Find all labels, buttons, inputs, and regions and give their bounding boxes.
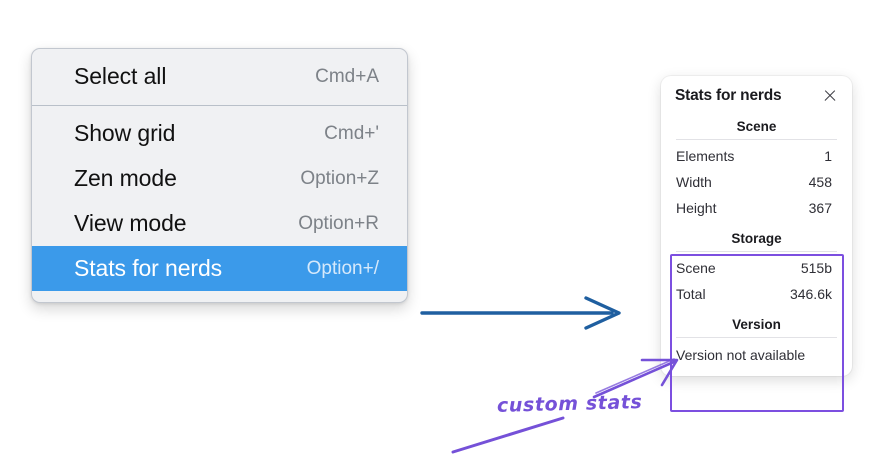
- menu-item-stats-for-nerds[interactable]: Stats for nerds Option+/: [32, 246, 407, 291]
- panel-title: Stats for nerds: [675, 87, 782, 104]
- panel-header: Stats for nerds: [661, 87, 852, 105]
- stat-row-storage-scene: Scene 515b: [661, 255, 852, 281]
- callout-arrow-lower: [451, 416, 565, 454]
- version-text: Version not available: [676, 347, 806, 363]
- section-heading-storage: Storage: [731, 231, 782, 246]
- menu-group-1: Select all Cmd+A: [32, 54, 407, 99]
- menu-group-2: Show grid Cmd+' Zen mode Option+Z View m…: [32, 111, 407, 291]
- stat-row-width: Width 458: [661, 169, 852, 195]
- stat-row-elements: Elements 1: [661, 143, 852, 169]
- stat-value: 1: [824, 148, 832, 164]
- stat-label: Elements: [676, 148, 735, 164]
- section-rule: [676, 251, 837, 252]
- menu-item-shortcut: Option+Z: [300, 167, 379, 189]
- menu-item-show-grid[interactable]: Show grid Cmd+': [32, 111, 407, 156]
- flow-arrow: [420, 296, 621, 330]
- menu-item-label: Stats for nerds: [74, 255, 223, 281]
- section-rule: [676, 139, 837, 140]
- menu-item-label: View mode: [74, 210, 187, 236]
- menu-item-shortcut: Option+R: [298, 212, 379, 234]
- menu-item-zen-mode[interactable]: Zen mode Option+Z: [32, 156, 407, 201]
- callout-arrow-upper: [592, 358, 679, 399]
- stat-value: 346.6k: [789, 286, 832, 302]
- stat-value: 367: [808, 200, 832, 216]
- menu-divider: [32, 105, 407, 106]
- stat-value: 515b: [800, 260, 832, 276]
- stat-label: Height: [676, 200, 717, 216]
- stat-label: Width: [676, 174, 712, 190]
- stat-label: Total: [676, 286, 706, 302]
- menu-item-label: Select all: [74, 63, 167, 89]
- close-icon[interactable]: [822, 88, 838, 104]
- stat-label: Scene: [676, 260, 716, 276]
- menu-item-shortcut: Cmd+A: [315, 65, 379, 87]
- stat-value: 458: [808, 174, 832, 190]
- menu-item-view-mode[interactable]: View mode Option+R: [32, 201, 407, 246]
- section-spacer: [661, 221, 852, 230]
- context-menu[interactable]: Select all Cmd+A Show grid Cmd+' Zen mod…: [31, 48, 408, 303]
- section-rule: [676, 337, 837, 338]
- stat-row-storage-total: Total 346.6k: [661, 281, 852, 307]
- section-spacer: [661, 307, 852, 316]
- menu-item-label: Zen mode: [74, 165, 177, 191]
- custom-stats-annotation-label: custom stats: [496, 391, 643, 417]
- section-heading-version: Version: [732, 317, 781, 332]
- section-heading-scene: Scene: [736, 119, 777, 134]
- menu-item-select-all[interactable]: Select all Cmd+A: [32, 54, 407, 99]
- stats-for-nerds-panel[interactable]: Stats for nerds Scene Elements 1 Width 4…: [661, 76, 852, 376]
- stat-row-height: Height 367: [661, 195, 852, 221]
- menu-item-shortcut: Cmd+': [324, 122, 379, 144]
- menu-item-label: Show grid: [74, 120, 176, 146]
- menu-item-shortcut: Option+/: [306, 257, 379, 279]
